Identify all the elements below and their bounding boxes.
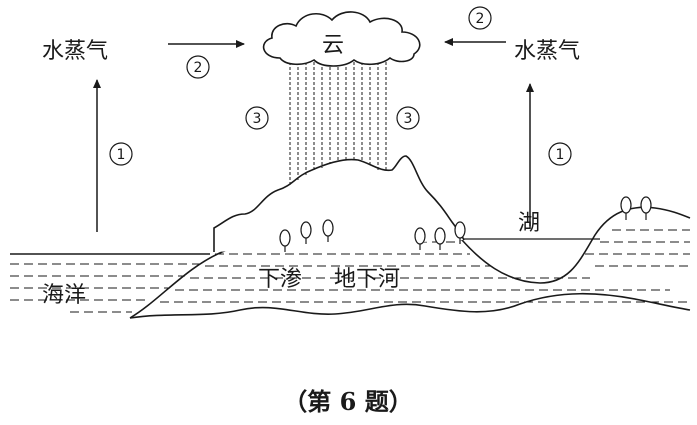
- precipitation-rain: [289, 62, 387, 186]
- tree: [322, 219, 334, 242]
- tree: [434, 227, 446, 250]
- ocean-water: [10, 253, 210, 313]
- svg-text:1: 1: [556, 147, 565, 163]
- tree: [300, 221, 312, 244]
- marker-transport-right: 2: [468, 6, 492, 30]
- tree: [414, 227, 426, 250]
- label-underground-river: 地下河: [334, 267, 400, 292]
- label-ocean: 海洋: [42, 283, 86, 308]
- tree: [620, 196, 632, 220]
- marker-evaporation-right: 1: [548, 142, 572, 166]
- svg-text:2: 2: [476, 11, 485, 27]
- tree: [279, 229, 291, 252]
- marker-evaporation-left: 1: [109, 142, 133, 166]
- cloud: [262, 11, 421, 67]
- label-cloud: 云: [322, 33, 344, 58]
- marker-precip-right: 3: [396, 106, 420, 130]
- label-lake: 湖: [518, 211, 540, 236]
- label-vapor-left: 水蒸气: [42, 39, 108, 64]
- svg-text:1: 1: [117, 147, 126, 163]
- label-vapor-right: 水蒸气: [514, 39, 580, 64]
- svg-text:3: 3: [404, 111, 413, 127]
- marker-precip-left: 3: [245, 106, 269, 130]
- figure-caption: （第 6 题）: [283, 387, 412, 416]
- tree: [640, 196, 652, 220]
- arrows: [93, 38, 534, 232]
- marker-transport-left: 2: [186, 55, 210, 79]
- tree: [454, 221, 466, 244]
- label-infiltration: 下渗: [258, 267, 302, 292]
- groundwater: [160, 229, 690, 303]
- svg-text:3: 3: [253, 111, 262, 127]
- mountain: [213, 155, 465, 252]
- svg-text:2: 2: [194, 60, 203, 76]
- trees: [279, 196, 652, 252]
